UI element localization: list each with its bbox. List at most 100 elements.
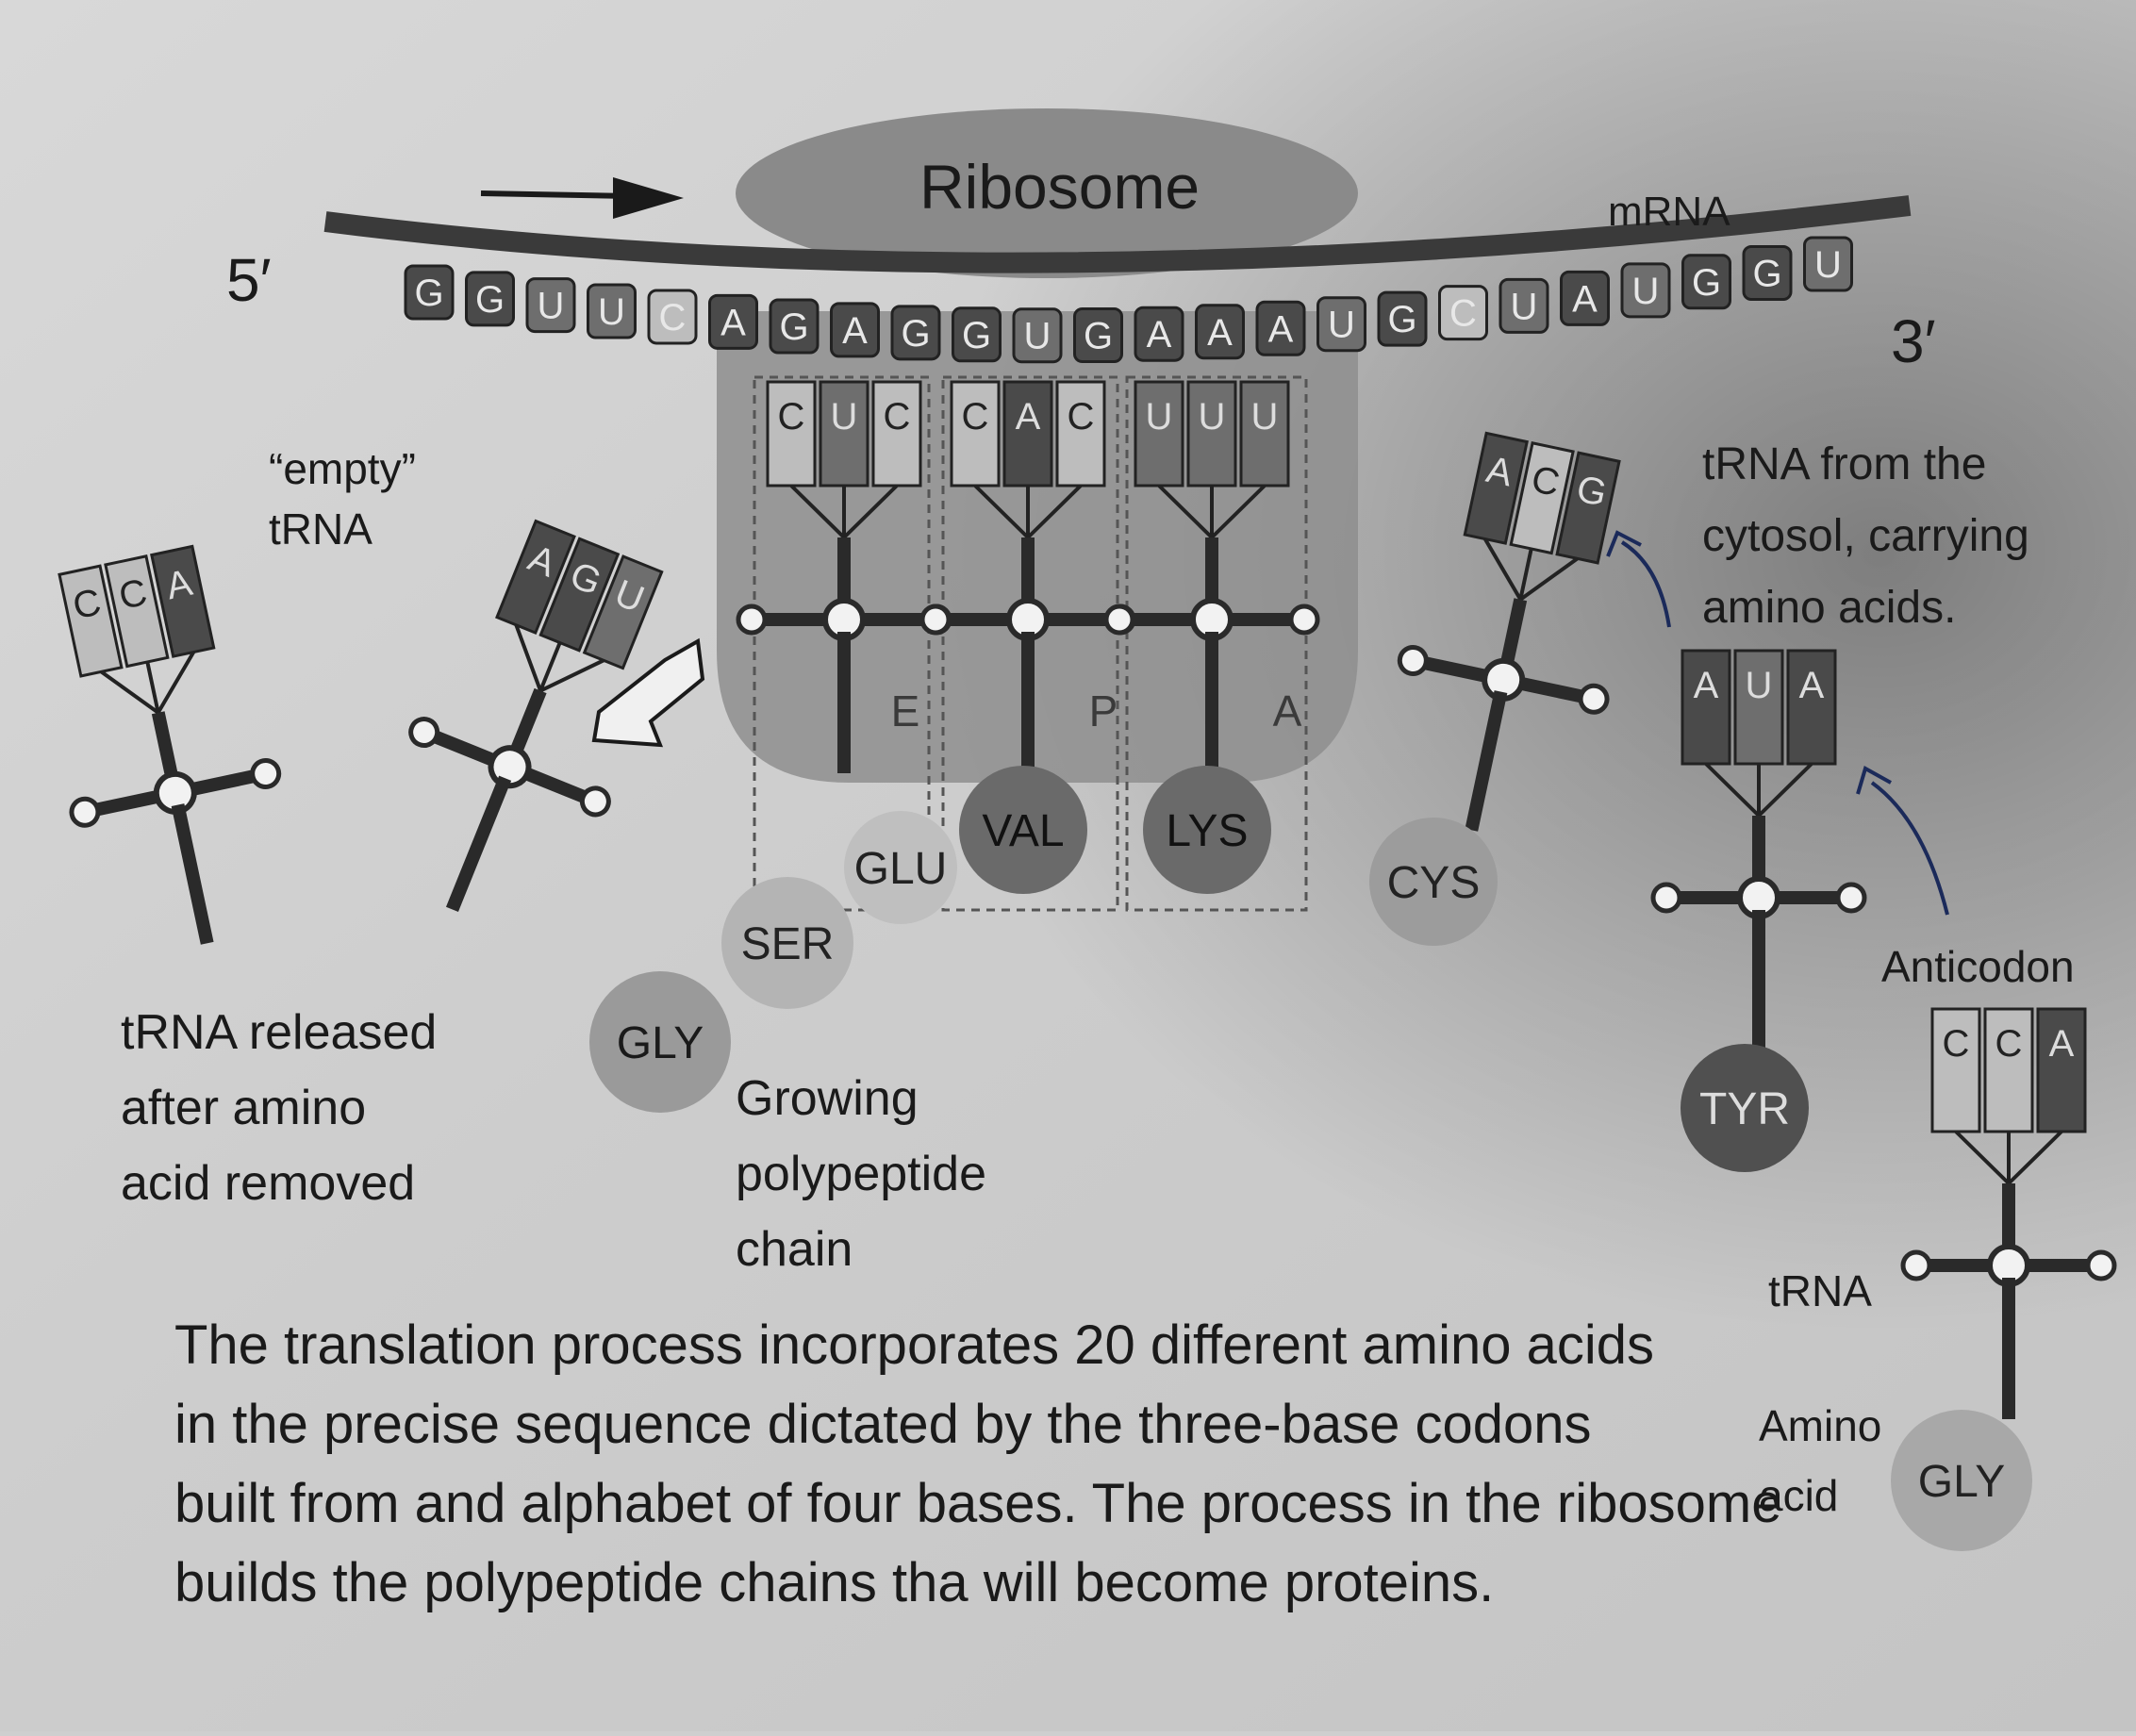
svg-text:LYS: LYS — [1166, 806, 1248, 856]
ribosome-label: Ribosome — [919, 152, 1200, 222]
anticodon-base — [766, 380, 817, 488]
amino-acid-ser: SER — [721, 877, 853, 1009]
released-trna-label: tRNA released after amino acid removed — [121, 1005, 438, 1211]
mrna-base: U — [1499, 277, 1549, 334]
anticodon-base — [1055, 380, 1106, 488]
mrna-strand — [323, 195, 1912, 273]
mrna-base: A — [1134, 306, 1184, 362]
five-prime-label: 5′ — [226, 246, 272, 314]
amino-acid-gly-legend: GLY — [1891, 1410, 2032, 1551]
svg-text:GLY: GLY — [1918, 1457, 2005, 1507]
mrna-base: U — [525, 277, 576, 334]
svg-text:A: A — [1799, 665, 1825, 706]
svg-text:VAL: VAL — [982, 806, 1064, 856]
growing-chain-label: Growing polypeptide chain — [736, 1071, 986, 1277]
svg-text:A: A — [720, 302, 746, 343]
mrna-base: G — [1073, 307, 1123, 364]
svg-text:U: U — [1511, 286, 1538, 327]
mrna-base: G — [1377, 290, 1428, 347]
svg-text:GLY: GLY — [617, 1018, 704, 1068]
svg-text:A: A — [1268, 308, 1294, 350]
svg-text:C: C — [1068, 396, 1095, 438]
mrna-base: U — [1316, 296, 1366, 353]
mrna-base: A — [1560, 270, 1610, 326]
mrna-base: U — [1012, 307, 1063, 364]
anticodon-base — [950, 380, 1001, 488]
svg-text:U: U — [1251, 396, 1279, 438]
svg-text:U: U — [1746, 665, 1773, 706]
anticodon-base — [819, 380, 869, 488]
ribosome-site-boxes — [753, 375, 1308, 912]
svg-text:G: G — [962, 315, 991, 356]
svg-text:A: A — [1207, 312, 1233, 354]
mrna-base: U — [1620, 262, 1671, 319]
svg-text:C: C — [1995, 1023, 2023, 1065]
anticodon-base — [1134, 380, 1184, 488]
mrna-base: A — [1255, 300, 1306, 356]
mrna-base: U — [587, 283, 637, 339]
caption-line: builds the polypeptide chains tha will b… — [174, 1552, 1495, 1613]
svg-text:C: C — [659, 297, 687, 339]
svg-text:G: G — [1084, 316, 1113, 357]
amino-acid-cys: CYS — [1369, 818, 1498, 946]
svg-text:U: U — [1146, 396, 1173, 438]
svg-text:G: G — [901, 313, 930, 355]
svg-text:U: U — [1024, 316, 1051, 357]
anticodon-base — [871, 380, 922, 488]
svg-text:A: A — [1016, 396, 1041, 438]
anticodon-base — [1239, 380, 1290, 488]
ribosome-site-label: E — [891, 686, 920, 736]
ribosome-site-label: P — [1089, 686, 1118, 736]
svg-text:G: G — [1692, 262, 1721, 304]
caption: The translation process incorporates 20 … — [174, 1306, 1781, 1623]
anticodon-base — [2036, 1007, 2087, 1133]
svg-text:A: A — [1572, 278, 1598, 320]
amino-acid-lys: LYS — [1143, 766, 1271, 894]
empty-trna-label: “empty” tRNA — [269, 444, 416, 554]
mrna-base: A — [708, 293, 758, 350]
svg-text:A: A — [1147, 314, 1172, 355]
svg-text:C: C — [884, 396, 911, 438]
release-arrow-icon — [591, 637, 705, 748]
svg-text:U: U — [538, 286, 565, 327]
mrna-base: A — [1195, 304, 1245, 360]
svg-text:TYR: TYR — [1699, 1084, 1790, 1134]
mrna-base: G — [890, 305, 941, 361]
caption-line: The translation process incorporates 20 … — [174, 1314, 1655, 1376]
svg-text:A: A — [2049, 1023, 2075, 1065]
mrna-base: G — [1681, 254, 1731, 310]
caption-line: in the precise sequence dictated by the … — [174, 1394, 1592, 1455]
svg-text:U: U — [598, 291, 625, 333]
mrna-base: C — [1438, 285, 1488, 341]
ribosome-small-subunit — [736, 108, 1358, 278]
svg-text:A: A — [1694, 665, 1719, 706]
svg-text:U: U — [831, 396, 858, 438]
caption-line: built from and alphabet of four bases. T… — [174, 1473, 1782, 1534]
cytosol-trna-label: tRNA from the cytosol, carrying amino ac… — [1702, 439, 2029, 633]
svg-text:G: G — [414, 273, 443, 314]
ribosome-site-label: A — [1273, 686, 1302, 736]
three-prime-label: 3′ — [1891, 307, 1936, 375]
amino-acid-tyr: TYR — [1681, 1044, 1809, 1172]
svg-text:A: A — [842, 310, 868, 352]
direction-arrow-icon — [480, 177, 684, 219]
svg-text:U: U — [1199, 396, 1226, 438]
mrna-base: G — [404, 264, 455, 321]
svg-text:CYS: CYS — [1387, 858, 1481, 908]
incoming-arrow-icon — [1620, 540, 1671, 628]
mrna-base: G — [1742, 244, 1793, 301]
svg-text:U: U — [1632, 271, 1660, 312]
svg-text:C: C — [1449, 293, 1477, 335]
svg-text:G: G — [1752, 253, 1781, 294]
anticodon-label: Anticodon — [1881, 942, 2075, 991]
trna-label: tRNA — [1768, 1266, 1872, 1315]
mrna-base: G — [952, 306, 1002, 363]
amino-acid-gly-chain: GLY — [589, 971, 731, 1113]
